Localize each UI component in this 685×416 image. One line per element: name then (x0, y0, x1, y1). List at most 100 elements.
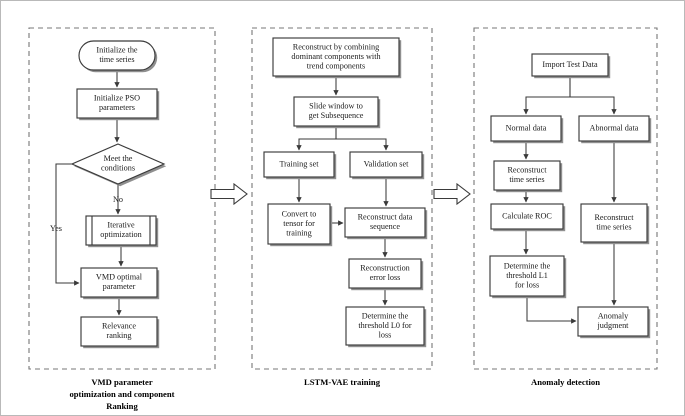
node-shape (490, 203, 564, 230)
node-shape (531, 53, 609, 77)
caption-panel-vmd: Ranking (106, 401, 138, 411)
node-label: Determine the (504, 261, 551, 270)
node-shape (263, 151, 335, 178)
caption-panel-lstmvae: LSTM-VAE training (304, 377, 381, 387)
node-label: Meet the (104, 154, 133, 163)
node-abnormal-data[interactable]: Abnormal data (578, 115, 652, 144)
node-label: sequence (370, 222, 400, 231)
node-label: Reconstruct by combining (293, 42, 379, 51)
node-validation-set[interactable]: Validation set (349, 151, 425, 180)
node-label: Reconstruct data (358, 213, 413, 222)
node-shape (490, 115, 562, 142)
node-label: tensor for (283, 219, 315, 228)
node-label: Validation set (364, 159, 410, 168)
node-shape (344, 207, 426, 238)
node-label: Calculate ROC (502, 211, 552, 220)
node-label: Relevance (102, 322, 136, 331)
node-label: time series (596, 223, 631, 232)
node-label: Iterative (107, 221, 135, 230)
node-shape (348, 258, 422, 289)
node-normal-data[interactable]: Normal data (490, 115, 564, 144)
node-shape (267, 203, 331, 245)
caption-panel-anomaly: Anomaly detection (531, 377, 600, 387)
node-label: Convert to (282, 209, 317, 218)
node-label: Anomaly (598, 312, 629, 321)
node-shape (293, 96, 379, 127)
edge-import-to-normal (523, 76, 571, 115)
node-label: parameters (99, 103, 135, 112)
node-label: judgment (597, 321, 630, 330)
node-label: error loss (370, 273, 401, 282)
stage-arrow-layer (210, 182, 471, 206)
node-shape (578, 115, 650, 142)
node-label: parameter (103, 282, 136, 291)
node-training-set[interactable]: Training set (263, 151, 337, 180)
panel-frames (28, 27, 658, 370)
node-shape (577, 306, 649, 337)
node-label: Reconstruction (360, 264, 410, 273)
branch-no: No (113, 195, 123, 204)
node-shape (70, 143, 166, 185)
panel-frame-vmd (28, 27, 216, 370)
node-label: VMD optimal (96, 273, 143, 282)
panel-frame-anomaly (473, 27, 658, 370)
edge-threshold-l1-to-anomaly (526, 296, 577, 324)
node-label: trend components (307, 61, 365, 70)
node-import-test-data[interactable]: Import Test Data (531, 53, 611, 79)
connectors-vmd-panel (55, 70, 124, 316)
node-shape (349, 151, 423, 178)
stage-arrow-lstmvae-to-anomaly (433, 182, 471, 206)
edge-slide-to-validation-set (335, 126, 389, 151)
node-label: training (286, 228, 311, 237)
node-label: time series (509, 175, 544, 184)
node-label: Normal data (506, 123, 547, 132)
stage-arrow-vmd-to-lstmvae (210, 182, 248, 206)
node-calculate-roc[interactable]: Calculate ROC (490, 203, 566, 232)
edge-slide-to-training-set (296, 126, 337, 151)
node-label: Reconstruct (594, 213, 634, 222)
node-label: Abnormal data (590, 123, 639, 132)
branch-yes: Yes (50, 224, 62, 233)
node-shape (580, 203, 648, 243)
connectors-anomaly-panel (523, 76, 617, 324)
node-label: Determine the (362, 311, 409, 320)
node-label: threshold L1 (506, 271, 548, 280)
node-label: get Subsequence (309, 111, 364, 120)
node-label: Import Test Data (542, 60, 598, 69)
node-label: Slide window to (309, 102, 363, 111)
node-label: time series (99, 55, 134, 64)
node-label: Initialize PSO (94, 94, 140, 103)
node-label: ranking (106, 331, 131, 340)
node-shape (76, 88, 158, 119)
node-shape (80, 316, 158, 347)
panel-frame-lstmvae (251, 27, 433, 370)
node-shape (493, 160, 561, 191)
edge-decision-yes-to-vmd-optimal (55, 163, 80, 286)
node-label: Initialize the (96, 46, 138, 55)
node-label: Training set (279, 159, 319, 168)
node-label: conditions (101, 164, 135, 173)
edge-import-to-abnormal (569, 76, 617, 115)
node-label: threshold L0 for (358, 321, 411, 330)
